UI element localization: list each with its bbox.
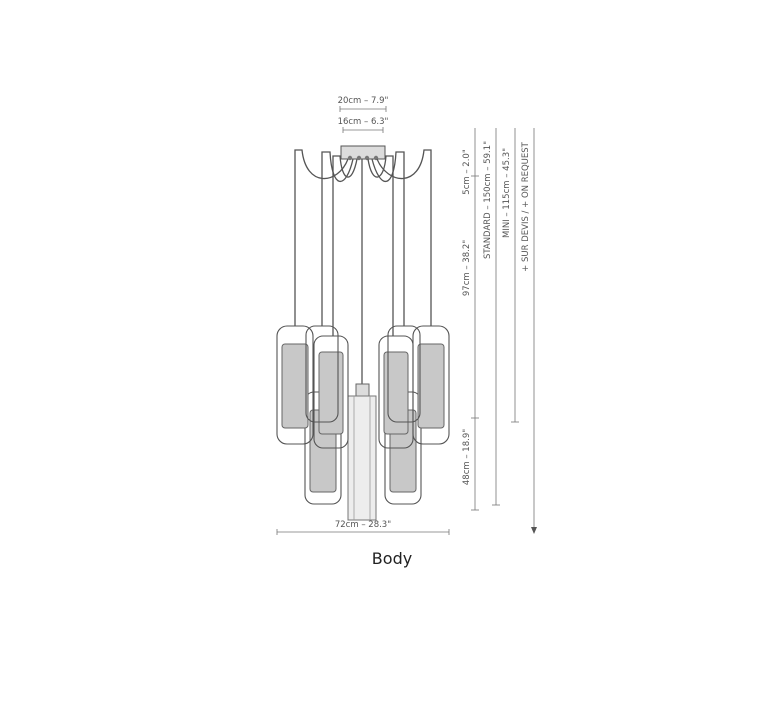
ceiling-canopy <box>340 145 386 161</box>
pendant-outer-left <box>276 325 314 445</box>
canopy-inner-label: 16cm – 6.3" <box>338 117 389 127</box>
suspension-cables <box>294 149 432 384</box>
pendant-mid-left <box>313 335 349 449</box>
upper-span-label: 97cm – 38.2" <box>462 240 472 296</box>
standard-length-label: STANDARD – 150cm – 59.1" <box>483 141 493 259</box>
canopy-inner-dimension: 16cm – 6.3" <box>338 117 389 133</box>
height-dimensions <box>471 128 537 534</box>
on-request-label: + SUR DEVIS / + ON REQUEST <box>521 141 531 271</box>
central-rod-lamp <box>347 383 377 521</box>
canopy-height-label: 5cm – 2.0" <box>462 149 472 195</box>
total-width-dimension: 72cm – 28.3" <box>276 520 450 535</box>
canopy-outer-dimension: 20cm – 7.9" <box>338 96 389 112</box>
mini-length-label: MINI – 115cm – 45.3" <box>502 148 512 238</box>
pendant-inner-left <box>305 325 339 423</box>
total-width-label: 72cm – 28.3" <box>335 520 391 530</box>
pendant-mid-right <box>378 335 414 449</box>
lower-span-label: 48cm – 18.9" <box>462 429 472 485</box>
pendant-inner-right <box>387 325 421 423</box>
pendant-outer-right <box>412 325 450 445</box>
canopy-outer-label: 20cm – 7.9" <box>338 96 389 106</box>
drawing-caption: Body <box>372 549 412 568</box>
